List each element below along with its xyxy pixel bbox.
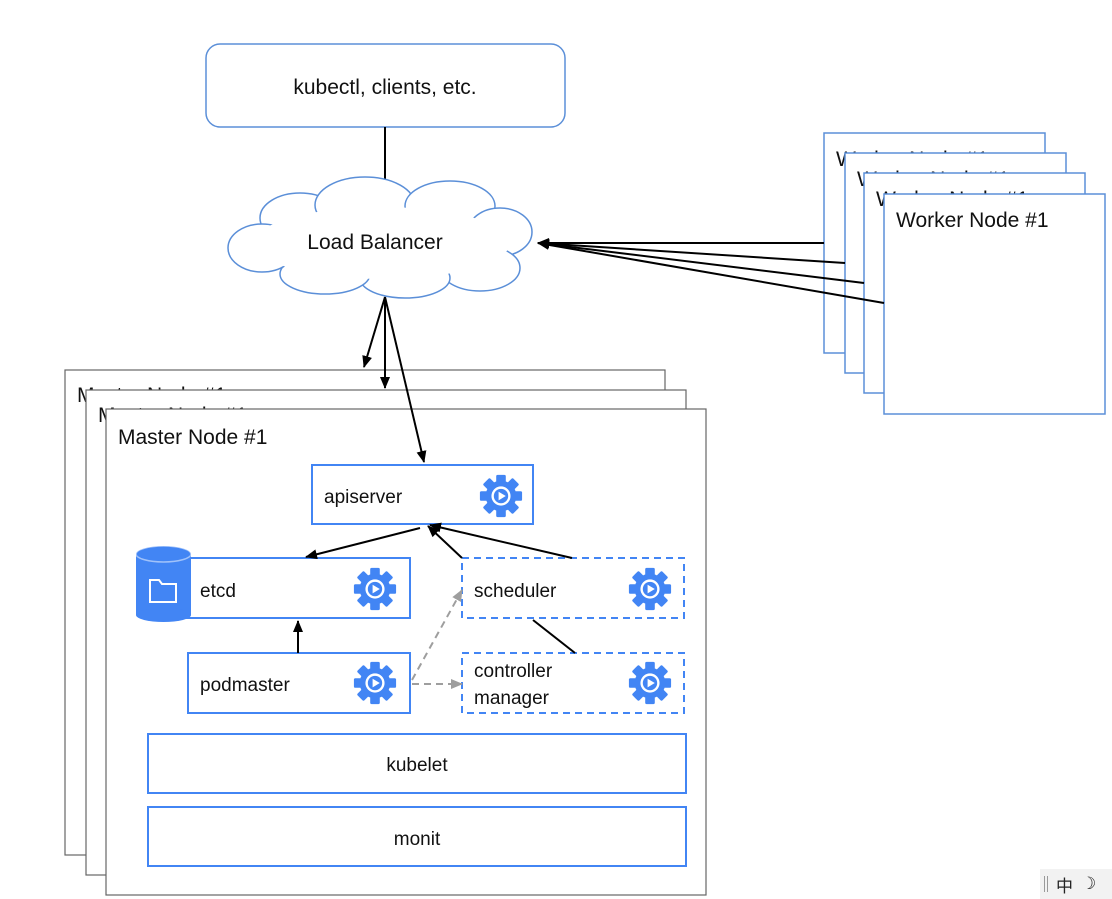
podmaster-gear-icon — [353, 661, 397, 705]
system-taskbar: 中 ☽ — [1040, 869, 1112, 899]
ime-indicator[interactable]: 中 — [1056, 876, 1073, 897]
moon-icon[interactable]: ☽ — [1081, 874, 1097, 894]
controller-manager-gear-icon — [628, 661, 672, 705]
scheduler-label: scheduler — [474, 581, 557, 602]
arrow-podmaster-to-scheduler — [411, 589, 463, 681]
dashed-arrows — [411, 589, 463, 689]
internal-arrows — [293, 522, 576, 654]
controller-manager-label: controller manager — [474, 661, 557, 709]
taskbar-grip-icon[interactable] — [1044, 876, 1048, 892]
arrow-controller-to-apiserver — [429, 522, 573, 559]
master-node-label: Master Node #1 — [118, 426, 267, 449]
worker-node-card — [883, 193, 1106, 415]
scheduler-gear-icon — [628, 567, 672, 611]
worker-node-label: Worker Node #1 — [896, 209, 1049, 232]
database-icon — [135, 545, 192, 622]
arrows-lb-to-masters — [362, 296, 427, 463]
apiserver-label: apiserver — [324, 487, 403, 508]
clients-label: kubectl, clients, etc. — [293, 76, 476, 99]
podmaster-label: podmaster — [200, 675, 290, 696]
arrows-workers-to-lb — [537, 238, 885, 304]
kubelet-box — [147, 733, 687, 794]
worker-node-stack: Worker Node #1 Worker Node #1 Worker Nod… — [823, 132, 1106, 415]
arrow-apiserver-to-etcd — [305, 527, 421, 560]
kubelet-label: kubelet — [386, 755, 448, 776]
monit-label: monit — [394, 829, 441, 850]
load-balancer-cloud — [227, 176, 533, 299]
controller-manager-label-line2: manager — [474, 688, 550, 709]
connector-scheduler-controller — [532, 619, 576, 654]
load-balancer-label: Load Balancer — [307, 231, 442, 254]
etcd-label: etcd — [200, 581, 236, 602]
controller-manager-label-line1: controller — [474, 661, 553, 682]
monit-box — [147, 806, 687, 867]
etcd-gear-icon — [353, 567, 397, 611]
apiserver-gear-icon — [479, 474, 523, 518]
